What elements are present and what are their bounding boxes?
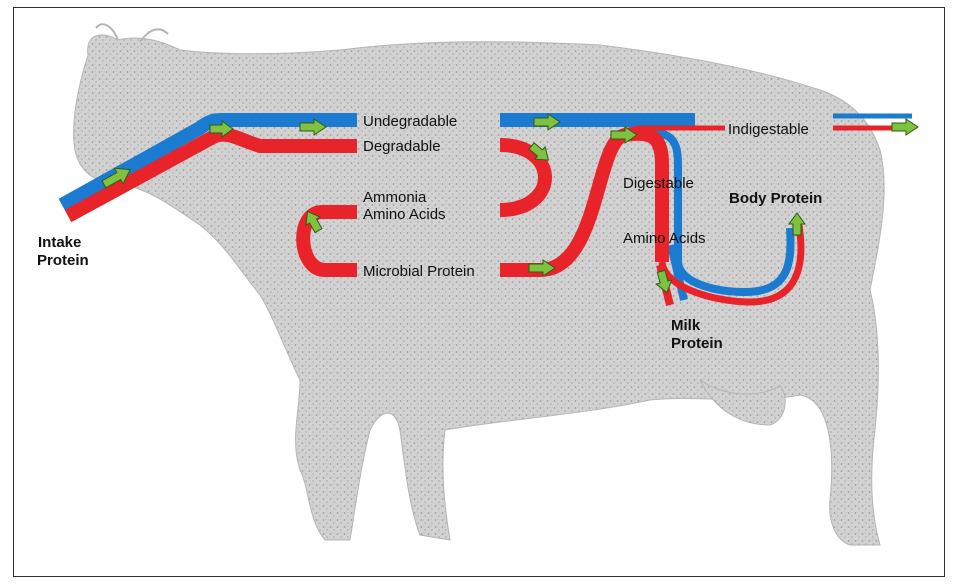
label-amino-acids-rumen: Amino Acids (363, 206, 446, 223)
label-undegradable: Undegradable (363, 113, 457, 130)
label-milk-protein-line1: Milk (671, 317, 701, 334)
label-milk-protein-line2: Protein (671, 335, 723, 352)
label-microbial-protein: Microbial Protein (363, 263, 475, 280)
label-body-protein: Body Protein (729, 190, 822, 207)
label-ammonia: Ammonia (363, 189, 427, 206)
cow-silhouette-icon (74, 24, 884, 545)
label-digestable: Digestable (623, 175, 694, 192)
label-degradable: Degradable (363, 138, 441, 155)
label-intake-protein-line2: Protein (37, 252, 89, 269)
label-intake-protein-line1: Intake (38, 234, 81, 251)
label-amino-acids-intestine: Amino Acids (623, 230, 706, 247)
flow-arrow-icon (892, 119, 918, 135)
label-indigestable: Indigestable (728, 121, 809, 138)
